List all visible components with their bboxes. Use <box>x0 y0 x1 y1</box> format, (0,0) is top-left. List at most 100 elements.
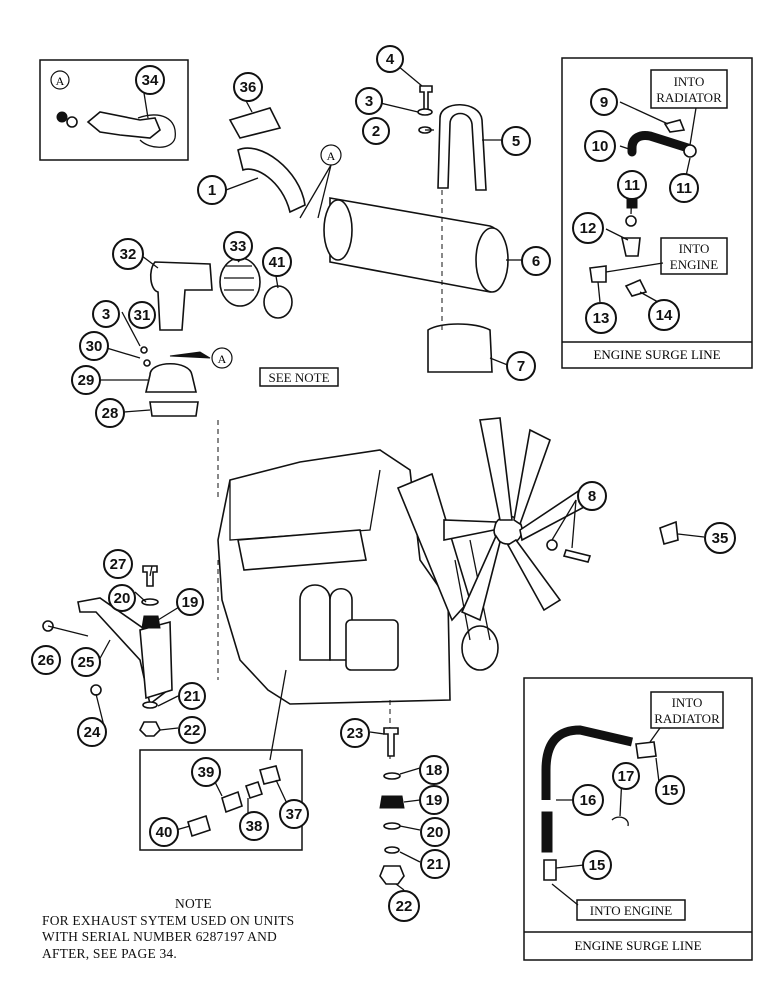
callout-5: 5 <box>501 126 531 156</box>
callout-38: 38 <box>239 811 269 841</box>
note-line-2: WITH SERIAL NUMBER 6287197 AND <box>42 929 277 944</box>
see-note-label: SEE NOTE <box>259 367 339 387</box>
svg-text:27: 27 <box>110 556 127 573</box>
svg-text:3: 3 <box>365 93 373 110</box>
callout-17: 17 <box>612 762 640 790</box>
svg-text:INTO: INTO <box>674 74 705 89</box>
callout-11-left: 11 <box>617 170 647 200</box>
svg-text:5: 5 <box>512 133 520 150</box>
svg-text:19: 19 <box>182 594 199 611</box>
into-radiator-label-bottom: INTO RADIATOR <box>650 691 724 729</box>
callout-21-bottom: 21 <box>420 849 450 879</box>
svg-text:17: 17 <box>618 768 635 785</box>
exhaust-note: NOTE FOR EXHAUST SYTEM USED ON UNITS WIT… <box>42 896 294 962</box>
clamp-part-illustration <box>56 111 176 148</box>
svg-text:1: 1 <box>208 182 216 199</box>
svg-text:29: 29 <box>78 372 95 389</box>
callout-7: 7 <box>506 351 536 381</box>
svg-text:9: 9 <box>600 94 608 111</box>
callout-40: 40 <box>149 817 179 847</box>
callout-21-left: 21 <box>178 682 206 710</box>
callout-3-flange: 3 <box>92 300 120 328</box>
svg-text:38: 38 <box>246 818 263 835</box>
svg-text:13: 13 <box>593 310 610 327</box>
inset-panel-a: A <box>39 59 189 161</box>
svg-text:31: 31 <box>134 307 151 324</box>
svg-text:32: 32 <box>120 246 137 263</box>
svg-text:11: 11 <box>624 177 640 194</box>
callout-20-left: 20 <box>108 584 136 612</box>
callout-15-top: 15 <box>655 775 685 805</box>
callout-28: 28 <box>95 398 125 428</box>
callout-18: 18 <box>419 755 449 785</box>
callout-11-right: 11 <box>669 173 699 203</box>
ref-marker-a-flange: A <box>169 347 233 369</box>
callout-27: 27 <box>103 549 133 579</box>
surge-line-panel-bottom: INTO RADIATOR INTO ENGINE ENGINE SURGE L… <box>523 677 753 961</box>
svg-text:26: 26 <box>38 652 55 669</box>
callout-15-bottom: 15 <box>582 850 612 880</box>
callout-32: 32 <box>112 238 144 270</box>
washer-8 <box>546 539 558 551</box>
svg-text:30: 30 <box>86 338 103 355</box>
svg-text:SEE NOTE: SEE NOTE <box>268 370 329 385</box>
callout-20-bottom: 20 <box>420 817 450 847</box>
svg-text:34: 34 <box>142 72 159 89</box>
svg-text:21: 21 <box>184 688 201 705</box>
callout-12: 12 <box>572 212 604 244</box>
svg-text:A: A <box>327 149 336 163</box>
svg-text:7: 7 <box>517 358 525 375</box>
svg-text:36: 36 <box>240 79 257 96</box>
svg-text:15: 15 <box>662 782 679 799</box>
mount-hardware-stack <box>42 565 405 885</box>
svg-text:20: 20 <box>427 824 444 841</box>
callout-39: 39 <box>191 757 221 787</box>
svg-text:11: 11 <box>676 180 692 197</box>
callout-34: 34 <box>135 65 165 95</box>
ref-marker-a-inset: A <box>50 70 70 90</box>
svg-text:6: 6 <box>532 253 540 270</box>
svg-text:INTO ENGINE: INTO ENGINE <box>590 903 672 918</box>
svg-text:23: 23 <box>347 725 364 742</box>
callout-41: 41 <box>262 247 292 277</box>
callout-25: 25 <box>71 647 101 677</box>
callout-30: 30 <box>79 331 109 361</box>
svg-text:16: 16 <box>580 792 597 809</box>
surge-line-panel-top: INTO RADIATOR INTO ENGINE ENGINE SURGE L… <box>561 57 753 369</box>
into-engine-label-bottom: INTO ENGINE <box>576 899 686 921</box>
callout-8: 8 <box>577 481 607 511</box>
svg-text:14: 14 <box>656 307 673 324</box>
callout-33: 33 <box>223 231 253 261</box>
callout-13: 13 <box>585 302 617 334</box>
svg-text:35: 35 <box>712 530 729 547</box>
svg-text:39: 39 <box>198 764 215 781</box>
bolt-8 <box>562 549 592 563</box>
svg-text:40: 40 <box>156 824 173 841</box>
into-engine-label-top: INTO ENGINE <box>660 237 728 275</box>
svg-text:20: 20 <box>114 590 131 607</box>
callout-2: 2 <box>362 117 390 145</box>
callout-22-bottom: 22 <box>388 890 420 922</box>
callout-37: 37 <box>279 799 309 829</box>
callout-35: 35 <box>704 522 736 554</box>
callouts: 1 2 3 4 5 6 7 8 9 10 11 11 12 13 14 15 1… <box>31 45 736 922</box>
engine-surge-line-title-top: ENGINE SURGE LINE <box>593 347 720 362</box>
exhaust-parts: A A SEE NOTE <box>140 85 509 500</box>
svg-text:19: 19 <box>426 792 443 809</box>
callout-23: 23 <box>340 718 370 748</box>
svg-text:37: 37 <box>286 806 303 823</box>
callout-22-left: 22 <box>178 716 206 744</box>
svg-text:INTO: INTO <box>679 241 710 256</box>
callout-3-top: 3 <box>355 87 383 115</box>
svg-text:4: 4 <box>386 51 395 68</box>
svg-text:21: 21 <box>427 856 444 873</box>
fan <box>443 417 587 622</box>
note-heading: NOTE <box>175 896 212 911</box>
svg-text:8: 8 <box>588 488 596 505</box>
callout-24: 24 <box>77 717 107 747</box>
note-line-3: AFTER, SEE PAGE 34. <box>42 945 177 961</box>
svg-text:2: 2 <box>372 123 380 140</box>
callout-6: 6 <box>521 246 551 276</box>
callout-10: 10 <box>584 130 616 162</box>
svg-text:12: 12 <box>580 220 597 237</box>
